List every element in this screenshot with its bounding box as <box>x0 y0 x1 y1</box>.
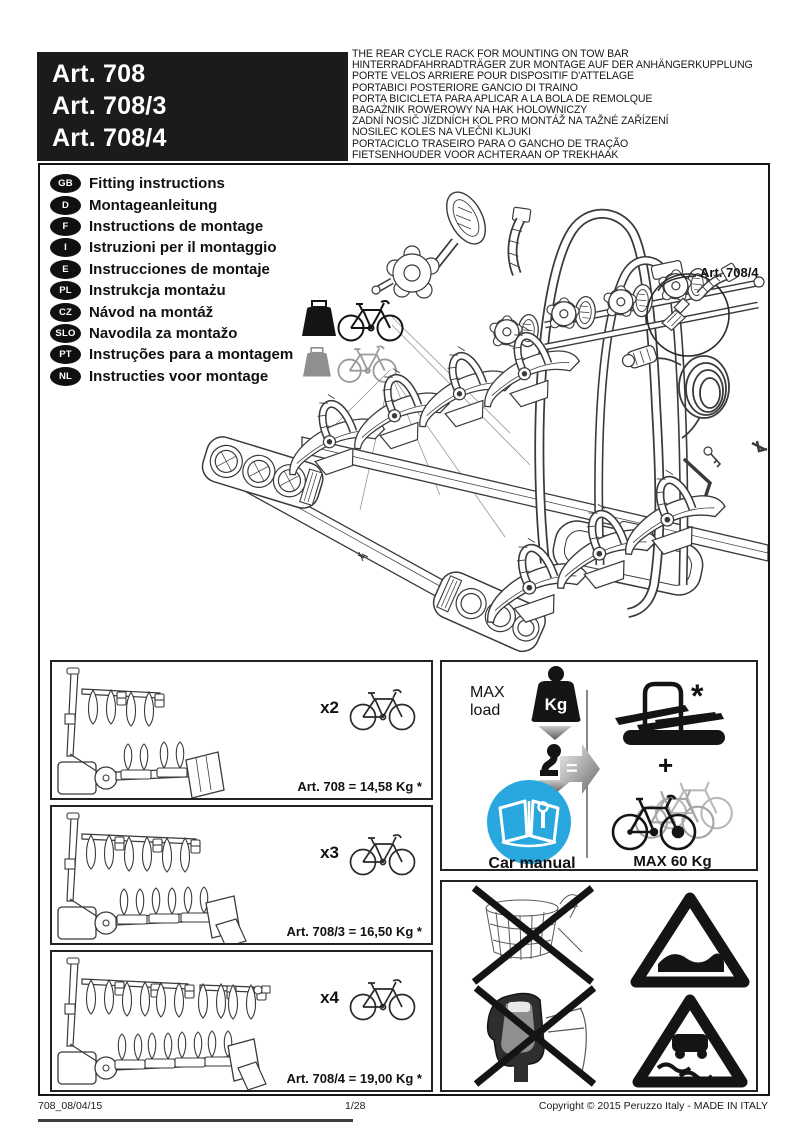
slippery-warning-triangle <box>632 994 748 1088</box>
footer-rule <box>38 1119 353 1122</box>
language-badge: NL <box>50 366 81 386</box>
title-line: PORTACICLO TRASEIRO PARA O GANCHO DE TRA… <box>352 137 629 150</box>
car-manual-label: Car manual <box>488 855 576 872</box>
max-load-label: MAX load <box>470 684 505 719</box>
title-line: HINTERRADFAHRRADTRÄGER ZUR MONTAGE AUF D… <box>352 59 753 72</box>
language-badge: SLO <box>50 323 81 343</box>
allen-key-icon <box>683 458 713 497</box>
title-line: PORTA BICICLETA PARA APLICAR A LA BOLA D… <box>352 92 653 105</box>
support-hoop-tubes <box>534 208 689 618</box>
language-label: Istruzioni per il montaggio <box>89 239 277 257</box>
callout-708-4: Art. 708/4 <box>646 262 759 357</box>
content-frame <box>38 163 770 1096</box>
svg-text:Kg: Kg <box>545 695 568 714</box>
language-row: GB Fitting instructions <box>50 173 293 194</box>
bump-warning-triangle <box>630 892 750 988</box>
title-line: THE REAR CYCLE RACK FOR MOUNTING ON TOW … <box>352 48 629 60</box>
language-label: Instrucciones de montaje <box>89 260 270 278</box>
variant-box-708: x2 Art. 708 = 14,58 Kg * <box>50 660 433 800</box>
variant-box-708-3: x3 Art. 708/3 = 16,50 Kg * <box>50 805 433 945</box>
heavy-bike-icon <box>337 299 404 342</box>
bike-multiplier: x3 <box>320 843 339 862</box>
rack-exploded-diagram: Art. 708/4 <box>201 191 768 653</box>
bike-count-icon <box>349 834 416 876</box>
bike-count-icon <box>349 689 416 731</box>
page-number: 1/28 <box>345 1100 366 1112</box>
language-badge: PT <box>50 345 81 365</box>
language-row: SLO Navodila za montažo <box>50 323 293 344</box>
language-row: NL Instructies voor montage <box>50 366 293 387</box>
language-list: GB Fitting instructions D Montageanleitung… <box>50 173 293 387</box>
asterisk-mark: * <box>691 678 704 714</box>
hook-piece <box>751 440 768 453</box>
article-number: Art. 708/3 <box>52 91 167 120</box>
title-line: ZADNÍ NOSIČ JÍZDNÍCH KOL PRO MONTÁŽ NA T… <box>352 115 669 128</box>
keys-icon <box>703 446 722 468</box>
title-line: PORTABICI POSTERIORE GANCIO DI TRAINO <box>352 81 578 94</box>
max-load-box: MAX load Kg Car manual = <box>440 660 758 872</box>
language-row: E Instrucciones de montaje <box>50 259 293 280</box>
language-badge: GB <box>50 174 81 194</box>
product-titles-multilingual: THE REAR CYCLE RACK FOR MOUNTING ON TOW … <box>352 48 764 161</box>
variant-weight-label: Art. 708 = 14,58 Kg * <box>297 779 422 794</box>
article-number: Art. 708 <box>52 60 146 89</box>
language-label: Navodila za montažo <box>89 324 238 342</box>
down-arrow-icon <box>538 726 572 740</box>
language-label: Instrukcja montażu <box>89 282 226 300</box>
doc-code: 708_08/04/15 <box>38 1100 103 1112</box>
language-badge: F <box>50 216 81 236</box>
language-label: Instruções para a montagem <box>89 346 294 364</box>
language-badge: D <box>50 195 81 215</box>
rack-silhouette-icon <box>615 681 725 745</box>
language-label: Instructies voor montage <box>89 367 269 385</box>
title-line: FIETSENHOUDER VOOR ACHTERAAN OP TREKHAAK <box>352 148 619 161</box>
copyright: Copyright © 2015 Peruzzo Italy - MADE IN… <box>538 1100 768 1112</box>
variant-weight-label: Art. 708/3 = 16,50 Kg * <box>286 924 423 939</box>
language-label: Instructions de montage <box>89 217 264 235</box>
towball-icon <box>540 744 561 776</box>
equals-arrow-icon <box>560 744 600 794</box>
variant-box-708-4: x4 Art. 708/4 = 19,00 Kg * <box>50 950 433 1092</box>
warning-box <box>440 880 758 1092</box>
language-badge: E <box>50 259 81 279</box>
kg-weight-icon: Kg <box>531 666 581 722</box>
language-row: I Istruzioni per il montaggio <box>50 237 293 258</box>
max-total-label: MAX 60 Kg <box>633 853 712 870</box>
rack-drawing-708-4 <box>57 957 271 1090</box>
language-badge: I <box>50 238 81 258</box>
title-line: PORTE VELOS ARRIERE POUR DISPOSITIF D'AT… <box>352 70 634 83</box>
rack-drawing-708 <box>57 667 225 798</box>
language-row: F Instructions de montage <box>50 216 293 237</box>
rack-drawing-708-3 <box>57 812 247 943</box>
language-row: PL Instrukcja montażu <box>50 280 293 301</box>
article-number: Art. 708/4 <box>52 123 167 152</box>
bike-multiplier: x4 <box>320 988 339 1007</box>
plus-sign: + <box>658 750 674 780</box>
language-row: D Montageanleitung <box>50 194 293 215</box>
heavy-weight-icon <box>302 300 336 336</box>
language-label: Návod na montáž <box>89 303 214 321</box>
bike-count-icon <box>349 979 416 1021</box>
language-row: CZ Návod na montáž <box>50 301 293 322</box>
language-label: Fitting instructions <box>89 175 225 193</box>
equals-sign: = <box>566 758 578 780</box>
no-basket-icon <box>471 885 595 985</box>
strap-piece <box>507 206 532 276</box>
title-line: BAGAŻNIK ROWEROWY NA HAK HOLOWNICZY <box>352 104 588 117</box>
language-row: PT Instruções para a montagem <box>50 344 293 365</box>
bikes-max-icon <box>611 781 733 851</box>
title-line: NOSILEC KOLES NA VLEČNI KLJUKI <box>352 126 531 139</box>
no-child-seat-icon <box>473 985 597 1087</box>
callout-label: Art. 708/4 <box>700 265 759 280</box>
bike-multiplier: x2 <box>320 698 339 717</box>
language-label: Montageanleitung <box>89 196 218 214</box>
light-weight-icon <box>303 347 331 377</box>
language-badge: CZ <box>50 302 81 322</box>
article-numbers-panel: Art. 708 Art. 708/3 Art. 708/4 <box>37 52 348 161</box>
car-manual-icon <box>487 780 571 864</box>
trailer-plug <box>621 344 658 369</box>
variant-weight-label: Art. 708/4 = 19,00 Kg * <box>286 1071 423 1086</box>
tightening-knob-assembly <box>371 191 486 299</box>
language-badge: PL <box>50 281 81 301</box>
